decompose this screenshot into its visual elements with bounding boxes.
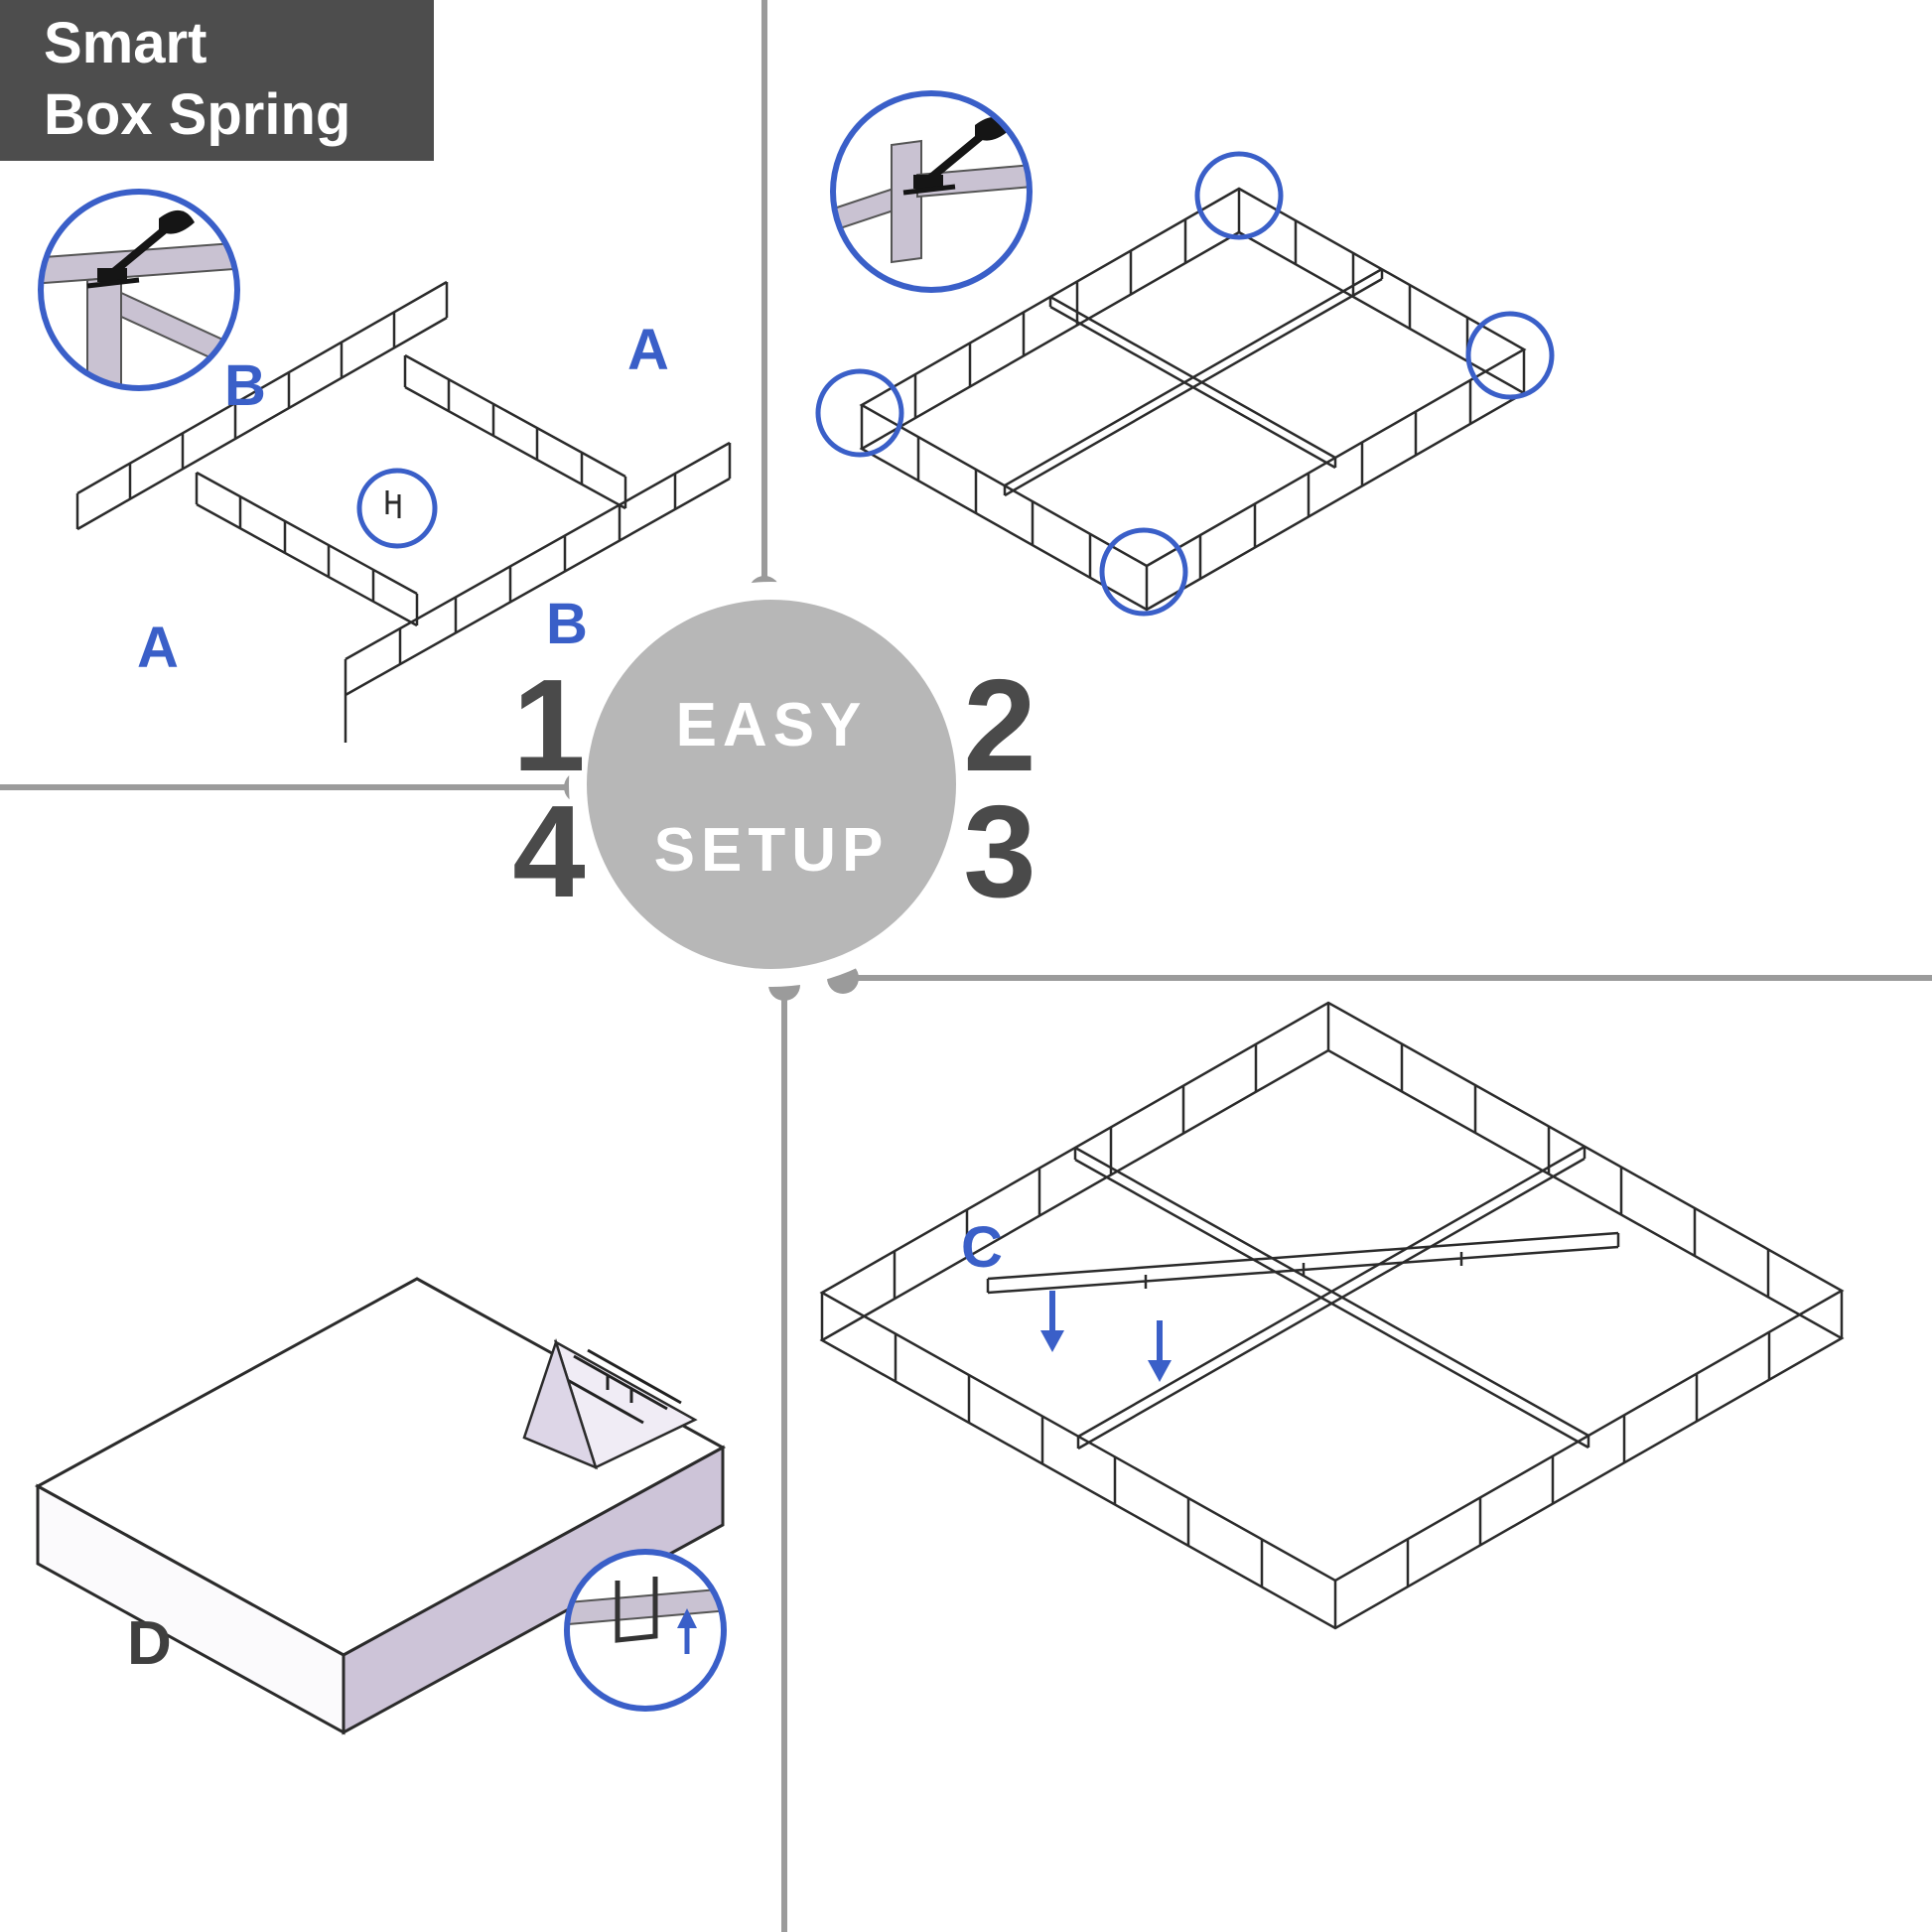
part-label-a-bottom: A [137,616,179,680]
step2-wing-nut-zoom [830,90,1033,293]
step4-strap-zoom [564,1549,727,1712]
side-rail-b-top [75,280,449,531]
banner-line-1: Smart [44,11,207,75]
step-number-3: 3 [963,778,1036,924]
cover-cutaway-flap [522,1337,599,1470]
step2-panel-assembled-frame [815,151,1555,617]
cutaway-inner-frame-lines [563,1348,682,1425]
frame-rungs [893,1043,1771,1587]
banner-line-2: Box Spring [44,81,351,147]
part-label-b-top: B [224,353,266,418]
step3-panel-insert-center-rail [819,1001,1845,1630]
part-label-c: C [961,1215,1003,1280]
loose-center-rail-c [986,1231,1620,1295]
frame-corner-posts [860,189,1526,610]
cover-side-left [36,1483,345,1735]
insert-direction-arrows [1040,1291,1172,1382]
end-rail-a-bottom [195,471,419,627]
side-rail-b-bottom [344,441,732,743]
connector-brackets [385,490,401,518]
fabric-strap-icon [615,1577,658,1643]
part-label-d: D [127,1609,172,1678]
step4-panel-cover [34,1277,727,1735]
step1-part-labels: B A A B [137,318,669,680]
badge-text-easy: EASY [675,691,868,759]
frame-bottom-edges [859,230,1527,612]
zoom-circle-icon [564,1549,727,1712]
step-number-2: 2 [963,652,1036,798]
connection-highlight-circle [356,468,438,549]
step1-wing-nut-zoom [38,189,240,391]
center-cross-rails [1003,267,1384,497]
step-number-4: 4 [512,778,586,924]
part-label-a-top: A [627,318,669,382]
step1-panel-exploded-frame [75,280,732,743]
easy-setup-badge [587,600,956,969]
center-cross-rails [1073,1145,1590,1450]
step-number-1: 1 [512,652,586,798]
corner-highlight-circles [815,151,1555,617]
frame-rungs [913,219,1472,579]
zoom-circle-icon [38,189,240,391]
frame-bottom-edges [819,1048,1845,1630]
end-rail-a-top [403,353,627,510]
frame-corner-posts [820,1003,1844,1628]
product-title-banner: Smart Box Spring [0,0,434,161]
part-label-b-bottom: B [546,592,588,656]
zoom-circle-icon [830,90,1033,293]
badge-text-setup: SETUP [653,816,890,885]
